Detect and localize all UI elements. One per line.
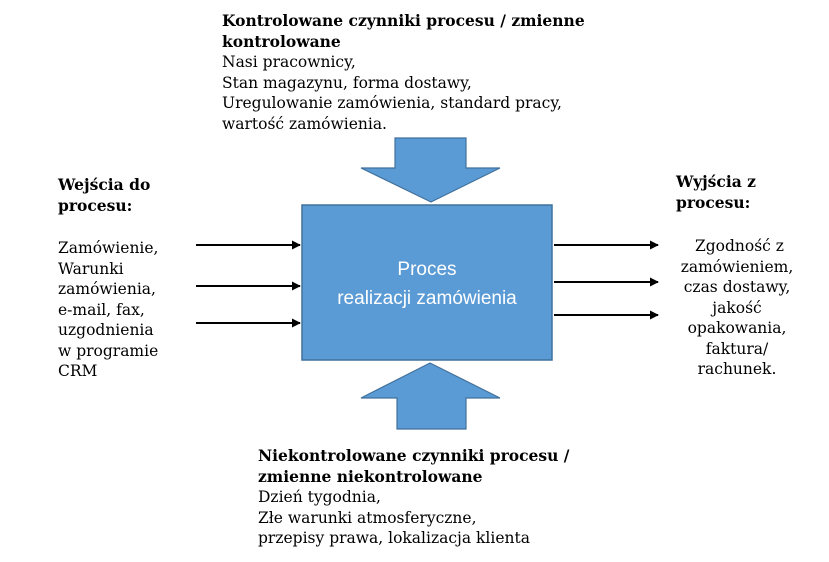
uncontrolled-item: przepisy prawa, lokalizacja klienta: [258, 529, 530, 547]
input-item: e-mail, fax,: [58, 300, 145, 319]
input-item: w programie: [58, 341, 159, 360]
uncontrolled-factors-block: Niekontrolowane czynniki procesu / zmien…: [258, 446, 569, 549]
output-item: faktura/: [705, 339, 769, 358]
uncontrolled-heading-line-1: Niekontrolowane czynniki procesu /: [258, 446, 570, 465]
inputs-heading-line-2: procesu:: [58, 195, 133, 215]
uncontrolled-item: Dzień tygodnia,: [258, 488, 381, 506]
controlled-item: Nasi pracownicy,: [222, 53, 356, 71]
output-item: opakowania,: [687, 319, 787, 337]
output-item: Zgodność z: [690, 237, 784, 255]
output-item: czas dostawy,: [683, 278, 791, 296]
uncontrolled-item: Złe warunki atmosferyczne,: [258, 508, 477, 527]
controlled-heading-line-1: Kontrolowane czynniki procesu / zmienne: [222, 11, 585, 30]
outputs-list: Zgodność z zamówieniem, czas dostawy, ja…: [670, 236, 804, 380]
output-item: jakość: [712, 298, 762, 317]
process-label-line-2: realizacji zamówienia: [337, 288, 517, 309]
input-item: Zamówienie,: [58, 239, 159, 257]
process-box: [301, 204, 553, 361]
controlled-heading-line-2: kontrolowane: [222, 31, 341, 51]
controlled-factors-arrow: [360, 137, 501, 203]
inputs-heading-line-1: Wejścia do: [58, 175, 151, 194]
output-item: zamówieniem,: [680, 257, 794, 276]
process-label-line-1: Proces: [397, 259, 457, 280]
controlled-item: wartość zamówienia.: [222, 114, 387, 133]
uncontrolled-heading-line-2: zmienne niekontrolowane: [258, 466, 483, 486]
outputs-heading-line-2: procesu:: [676, 192, 751, 212]
outputs-heading-line-1: Wyjścia z: [676, 172, 756, 191]
inputs-list: Zamówienie, Warunki zamówienia, e-mail, …: [58, 238, 158, 382]
controlled-factors-block: Kontrolowane czynniki procesu / zmienne …: [222, 11, 585, 134]
outputs-heading: Wyjścia z procesu:: [676, 172, 756, 213]
output-item: rachunek.: [697, 360, 777, 378]
input-item: zamówienia,: [58, 280, 156, 298]
controlled-item: Stan magazynu, forma dostawy,: [222, 73, 472, 92]
uncontrolled-factors-arrow: [360, 362, 501, 430]
input-item: CRM: [58, 362, 98, 380]
controlled-item: Uregulowanie zamówienia, standard pracy,: [222, 94, 562, 112]
input-item: uzgodnienia: [58, 321, 154, 339]
input-item: Warunki: [58, 259, 124, 278]
inputs-heading: Wejścia do procesu:: [58, 175, 150, 216]
process-label: Proces realizacji zamówienia: [302, 255, 552, 313]
